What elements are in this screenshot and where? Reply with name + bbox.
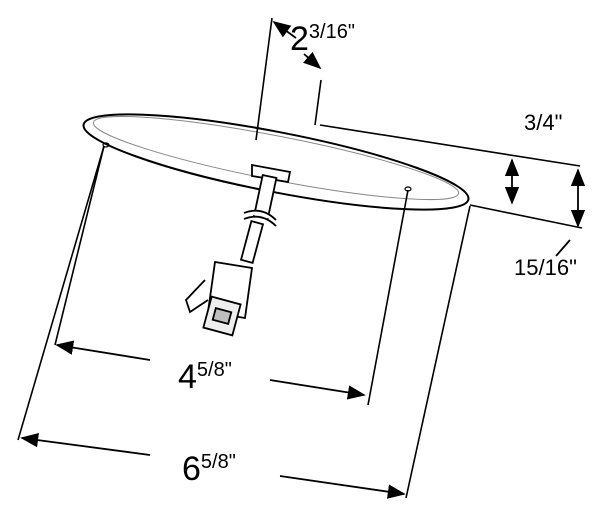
extension-lines — [17, 17, 583, 499]
dim-overall-width: 65/8" — [182, 450, 236, 488]
dim-lens-depth: 3/4" — [524, 110, 562, 135]
dim-overall-depth: 15/16" — [514, 255, 577, 280]
connector — [184, 163, 292, 337]
dimension-arrows — [20, 20, 586, 499]
dim-top-offset: 23/16" — [290, 20, 355, 58]
lamp-lens — [82, 113, 470, 211]
dim-mount-spacing: 45/8" — [178, 358, 232, 396]
